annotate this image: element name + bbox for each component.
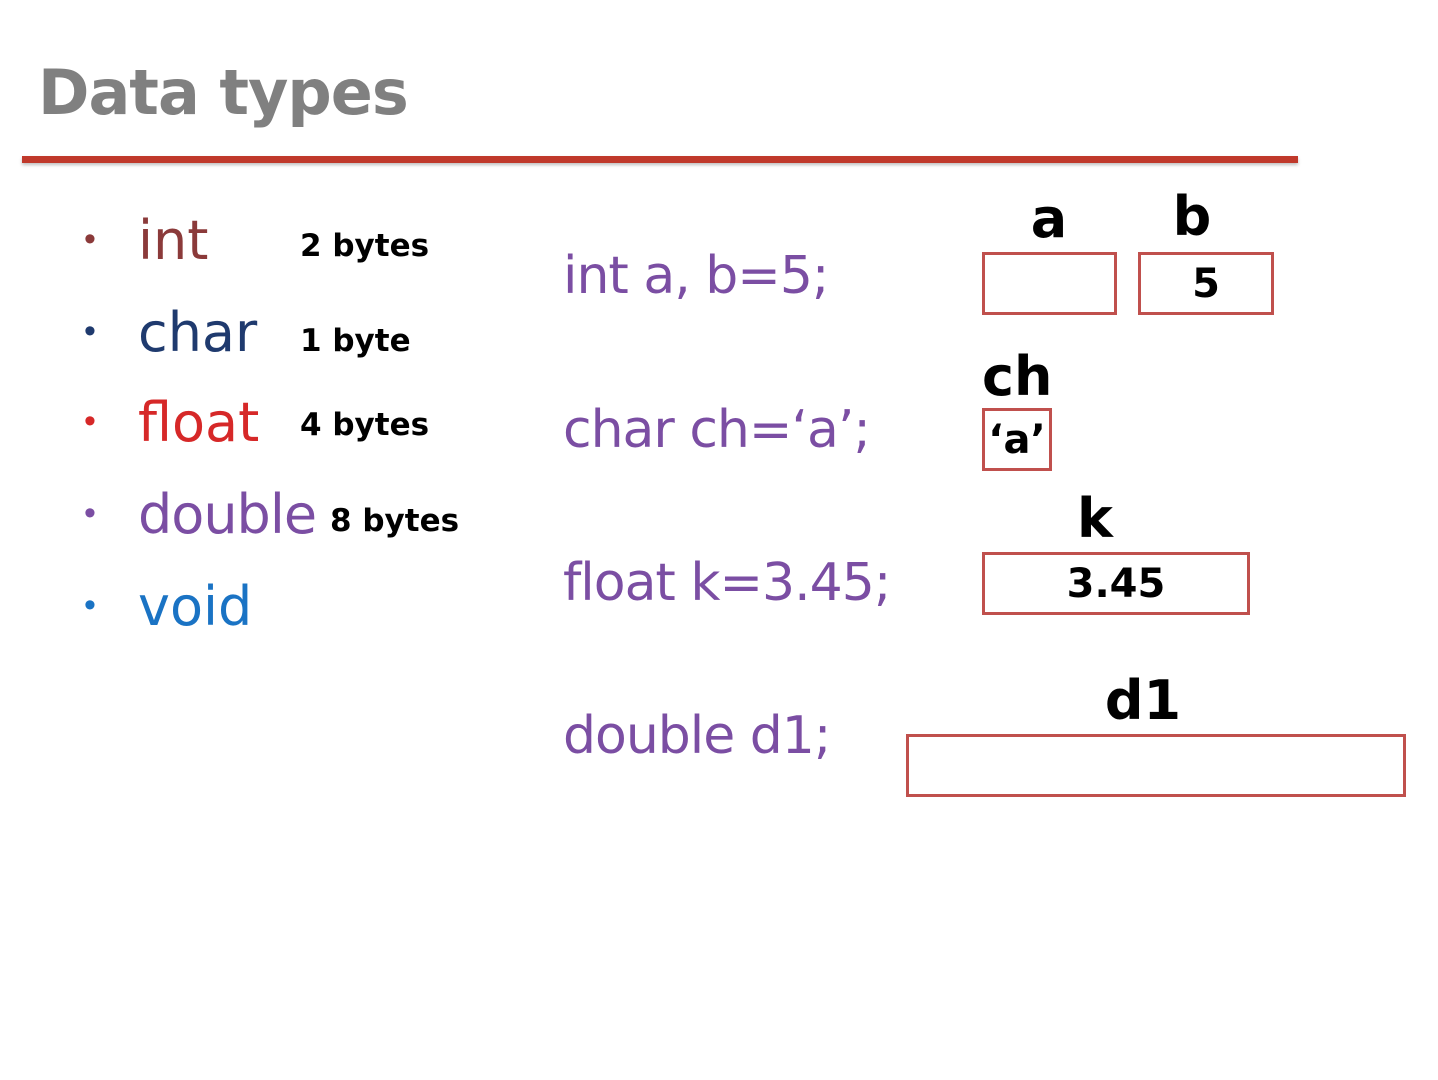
type-size-char: 1 byte xyxy=(300,323,411,359)
bullet-dot: • xyxy=(84,312,96,350)
declaration-int: int a, b=5; xyxy=(563,246,829,306)
declaration-float: float k=3.45; xyxy=(563,553,891,613)
type-size-double: 8 bytes xyxy=(330,503,460,539)
variable-label-k: k xyxy=(1077,487,1113,550)
variable-label-b: b xyxy=(1172,185,1212,248)
bullet-dot: • xyxy=(84,402,96,440)
declaration-double: double d1; xyxy=(563,706,831,766)
memory-box-d1 xyxy=(906,734,1406,797)
title-divider xyxy=(22,156,1298,163)
bullet-dot: • xyxy=(84,220,96,258)
variable-label-a: a xyxy=(1030,187,1068,250)
variable-label-d1: d1 xyxy=(1104,669,1182,732)
memory-box-ch: ‘a’ xyxy=(982,408,1052,471)
bullet-dot: • xyxy=(84,586,96,624)
memory-box-a xyxy=(982,252,1117,315)
variable-label-ch: ch xyxy=(982,345,1053,408)
bullet-dot: • xyxy=(84,494,96,532)
type-size-float: 4 bytes xyxy=(300,407,430,443)
slide-title: Data types xyxy=(38,56,409,129)
declaration-char: char ch=‘a’; xyxy=(563,400,871,460)
type-name-void: void xyxy=(138,575,253,638)
type-name-char: char xyxy=(138,301,258,364)
type-name-int: int xyxy=(138,209,209,272)
memory-box-b: 5 xyxy=(1138,252,1274,315)
type-size-int: 2 bytes xyxy=(300,228,430,264)
memory-box-k: 3.45 xyxy=(982,552,1250,615)
type-name-double: double xyxy=(138,483,317,546)
type-name-float: float xyxy=(138,391,260,454)
